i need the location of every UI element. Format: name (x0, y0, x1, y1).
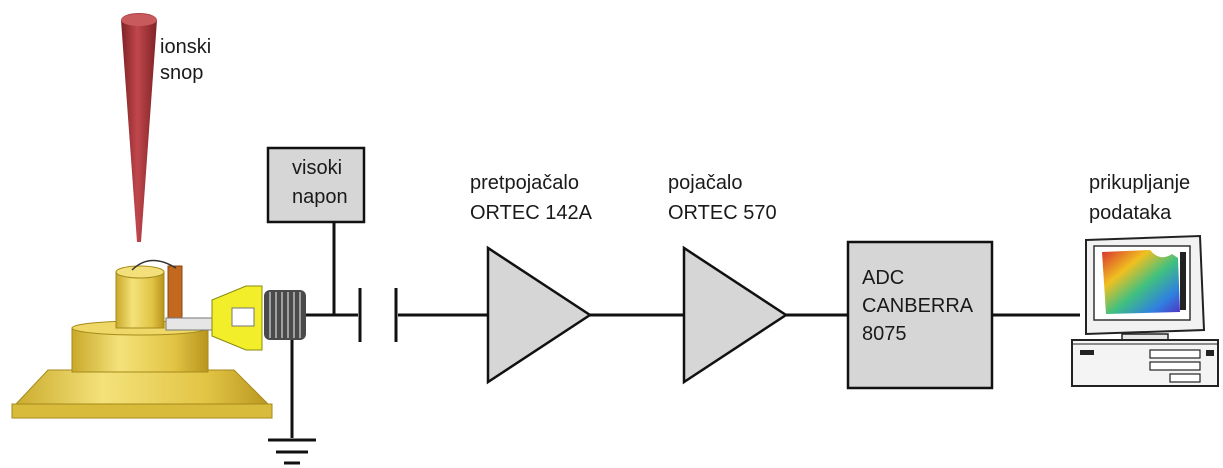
adc-label-line3: 8075 (862, 323, 907, 345)
high-voltage-box (266, 146, 366, 224)
data-acquisition-label-line1: prikupljanje (1089, 172, 1191, 194)
preamplifier-label-line1: pretpojačalo (470, 172, 579, 194)
amplifier-label-line1: pojačalo (668, 172, 743, 194)
adc-label: ADC CANBERRA 8075 (862, 266, 973, 346)
high-voltage-label: visoki napon (292, 156, 348, 209)
preamplifier-label-line2: ORTEC 142A (470, 202, 592, 224)
ion-beam-label-line2: snop (160, 62, 204, 84)
capacitor (358, 288, 398, 342)
ion-beam (121, 13, 157, 242)
ion-beam-label: ionski snop (160, 34, 211, 86)
preamplifier-label: pretpojačalo ORTEC 142A (470, 170, 592, 226)
amplifier-label-line2: ORTEC 570 (668, 202, 777, 224)
amplifier-label: pojačalo ORTEC 570 (668, 170, 777, 226)
data-acquisition-label: prikupljanje podataka (1089, 170, 1190, 226)
adc-box (846, 240, 994, 390)
signal-wires (290, 222, 1080, 438)
adc-label-line2: CANBERRA (862, 295, 974, 317)
high-voltage-label-line1: visoki (292, 157, 343, 179)
scattering-chamber (11, 259, 306, 419)
ground-symbol (268, 438, 316, 465)
data-acquisition-label-line2: podataka (1089, 202, 1172, 224)
preamplifier-symbol (486, 245, 593, 385)
ion-beam-label-line1: ionski (160, 36, 212, 58)
high-voltage-label-line2: napon (292, 186, 348, 208)
adc-label-line1: ADC (862, 267, 905, 289)
amplifier-symbol (682, 245, 789, 385)
computer-icon (1071, 234, 1219, 387)
